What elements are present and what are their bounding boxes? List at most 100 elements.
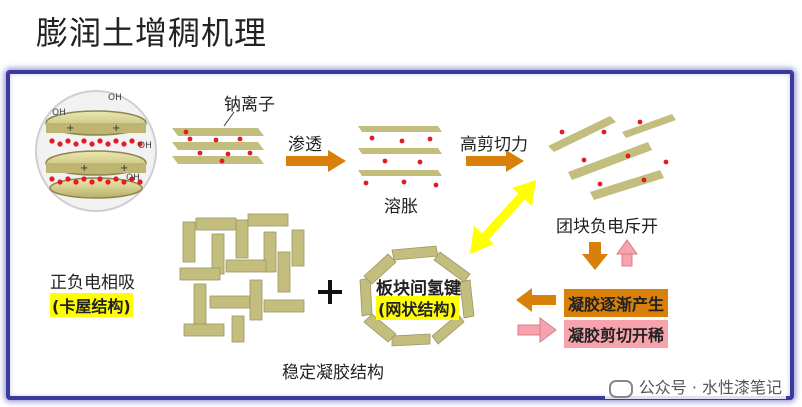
- sodium-ion: [57, 179, 63, 185]
- network-label: (网状结构): [376, 296, 459, 320]
- sodium-ion: [399, 138, 405, 144]
- sodium-ion: [237, 136, 243, 142]
- sodium-ion: [137, 141, 143, 147]
- plus-charge-label: +: [112, 123, 120, 134]
- sodium-ion: [73, 141, 79, 147]
- sodium-ion: [641, 177, 647, 183]
- sodium-ion: [89, 179, 95, 185]
- yellow-double-arrow: [470, 180, 536, 254]
- stable-gel-label: 稳定凝胶结构: [282, 363, 384, 383]
- clay-plate: [358, 148, 442, 154]
- sodium-ion: [73, 179, 79, 185]
- clay-disc-side: [46, 163, 146, 173]
- sodium-ion: [81, 138, 87, 144]
- sodium-ion: [121, 179, 127, 185]
- sodium-ion: [113, 138, 119, 144]
- sodium-ion: [81, 176, 87, 182]
- sodium-ion: [417, 159, 423, 165]
- orange-left-arrow: [516, 288, 556, 312]
- sodium-pointer-line: [223, 111, 235, 127]
- sodium-ion: [113, 176, 119, 182]
- sodium-ion: [213, 137, 219, 143]
- clay-plate: [172, 142, 264, 150]
- sodium-ion: [363, 180, 369, 186]
- sodium-ion: [49, 176, 55, 182]
- plus-charge-label: +: [120, 163, 128, 174]
- page-title: 膨润土增稠机理: [36, 14, 268, 52]
- clay-plate: [590, 170, 664, 200]
- card-house-structure: [179, 213, 305, 343]
- sodium-ion: [219, 158, 225, 164]
- sodium-ion: [369, 135, 375, 141]
- watermark-text: 公众号 · 水性漆笔记: [638, 378, 782, 397]
- sodium-ion: [105, 179, 111, 185]
- sodium-ion: [57, 141, 63, 147]
- sodium-ion: [97, 176, 103, 182]
- clay-plate: [172, 128, 264, 136]
- sodium-ion: [625, 153, 631, 159]
- sodium-ion: [187, 136, 193, 142]
- swelling-label: 溶胀: [384, 197, 418, 217]
- sodium-ion: [382, 158, 388, 164]
- sodium-ion: [433, 182, 439, 188]
- oh-label: OH: [52, 108, 66, 118]
- wechat-icon: [608, 379, 633, 398]
- sodium-ion: [49, 138, 55, 144]
- high-shear-label: 高剪切力: [460, 135, 528, 155]
- oh-label: OH: [138, 141, 152, 151]
- sodium-ion: [225, 151, 231, 157]
- sodium-ion: [65, 138, 71, 144]
- oh-label: OH: [108, 93, 122, 103]
- clay-plate: [358, 126, 442, 132]
- swollen-plates: [358, 126, 442, 188]
- osmosis-arrow: [286, 150, 346, 172]
- stacked-plates: [172, 128, 264, 164]
- sodium-ion: [121, 141, 127, 147]
- attract-label: 正负电相吸: [50, 273, 135, 293]
- clay-disc: [49, 177, 143, 199]
- clay-plate: [622, 114, 676, 138]
- plus-charge-label: +: [66, 123, 74, 134]
- clay-plate: [548, 116, 616, 152]
- card-house-label: (卡屋结构): [50, 293, 133, 317]
- ion-row: [49, 176, 143, 185]
- sodium-ion: [65, 176, 71, 182]
- plus-charge-label: +: [80, 163, 88, 174]
- sodium-ion: [183, 129, 189, 135]
- sodium-ion: [427, 136, 433, 142]
- sodium-ion: [663, 159, 669, 165]
- sodium-ion: [637, 119, 643, 125]
- plus-sign: [318, 280, 342, 304]
- clay-plate: [358, 170, 442, 176]
- sodium-ion: [581, 157, 587, 163]
- orange-down-arrow: [582, 242, 608, 270]
- pink-up-arrow: [616, 239, 638, 267]
- cluster-repel-label: 团块负电斥开: [556, 217, 658, 237]
- clay-plate: [568, 142, 652, 180]
- sodium-ion: [601, 129, 607, 135]
- dispersed-plates: [548, 114, 676, 200]
- sodium-ion: [129, 138, 135, 144]
- sodium-ion: [197, 150, 203, 156]
- oh-label: OH: [126, 173, 140, 183]
- gel-forming-label: 凝胶逐渐产生: [564, 289, 669, 317]
- sodium-ion-label: 钠离子: [224, 95, 275, 115]
- shear-thinning-label: 凝胶剪切开稀: [564, 320, 669, 348]
- ion-row: [49, 138, 143, 147]
- sodium-ion: [559, 129, 565, 135]
- sodium-ion: [401, 179, 407, 185]
- sodium-ion: [137, 179, 143, 185]
- sodium-ion: [247, 150, 253, 156]
- sodium-ion: [89, 141, 95, 147]
- bentonite-particle-illustration: OH OH OH OH + + + +: [35, 90, 157, 212]
- h-bond-label: 板块间氢键: [376, 279, 461, 299]
- sodium-ion: [105, 141, 111, 147]
- clay-disc-side: [46, 123, 146, 133]
- clay-plate: [172, 156, 264, 164]
- osmosis-label: 渗透: [288, 135, 322, 155]
- sodium-ion: [597, 181, 603, 187]
- sodium-ion: [129, 176, 135, 182]
- network-ring: [359, 245, 475, 347]
- sodium-ion: [97, 138, 103, 144]
